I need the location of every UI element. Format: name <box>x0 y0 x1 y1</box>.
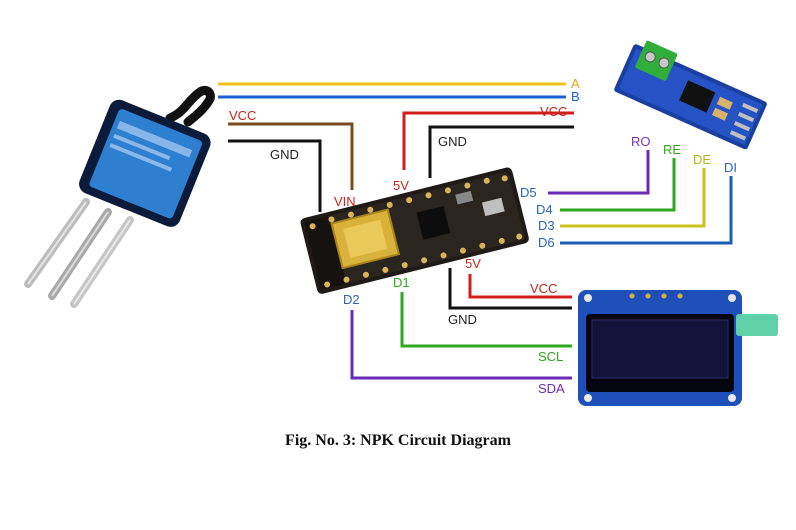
nodemcu-board-icon <box>300 167 529 294</box>
wire-vcc-sensor <box>228 122 354 190</box>
label-gnd-sensor: GND <box>270 147 299 162</box>
label-5v-top: 5V <box>393 178 409 193</box>
label-d3: D3 <box>538 218 555 233</box>
label-vcc-rs485: VCC <box>540 104 567 119</box>
rs485-module-icon <box>614 40 767 150</box>
label-scl: SCL <box>538 349 563 364</box>
wire-vcc-rs485 <box>402 111 574 170</box>
wire-scl <box>400 292 572 348</box>
label-b: B <box>571 89 580 104</box>
wire-labels: A B VCC GND VIN VCC GND 5V RO RE DE DI D… <box>229 76 737 396</box>
label-a: A <box>571 76 580 91</box>
label-vin: VIN <box>334 194 356 209</box>
label-di: DI <box>724 160 737 175</box>
label-vcc-oled: VCC <box>530 281 557 296</box>
label-d4: D4 <box>536 202 553 217</box>
npk-sensor-icon <box>24 85 215 308</box>
label-ro: RO <box>631 134 651 149</box>
label-sda: SDA <box>538 381 565 396</box>
label-d6: D6 <box>538 235 555 250</box>
wires <box>218 82 733 380</box>
figure-caption: Fig. No. 3: NPK Circuit Diagram <box>285 432 511 449</box>
wire-sda <box>350 310 572 380</box>
wire-vcc-oled <box>468 274 572 299</box>
label-re: RE <box>663 142 681 157</box>
label-d5: D5 <box>520 185 537 200</box>
wire-gnd-sensor <box>228 139 322 212</box>
wire-di-d6 <box>560 176 733 245</box>
wire-re-d4 <box>560 158 676 212</box>
label-d1: D1 <box>393 275 410 290</box>
wire-de-d3 <box>560 168 706 228</box>
wire-gnd-oled <box>448 268 572 310</box>
label-de: DE <box>693 152 711 167</box>
label-vcc-sensor: VCC <box>229 108 256 123</box>
label-d2: D2 <box>343 292 360 307</box>
label-gnd-rs485: GND <box>438 134 467 149</box>
label-5v-bottom: 5V <box>465 256 481 271</box>
oled-display-icon <box>578 290 778 406</box>
wire-ro-d5 <box>548 150 650 195</box>
label-gnd-oled: GND <box>448 312 477 327</box>
wire-gnd-rs485 <box>428 125 574 178</box>
